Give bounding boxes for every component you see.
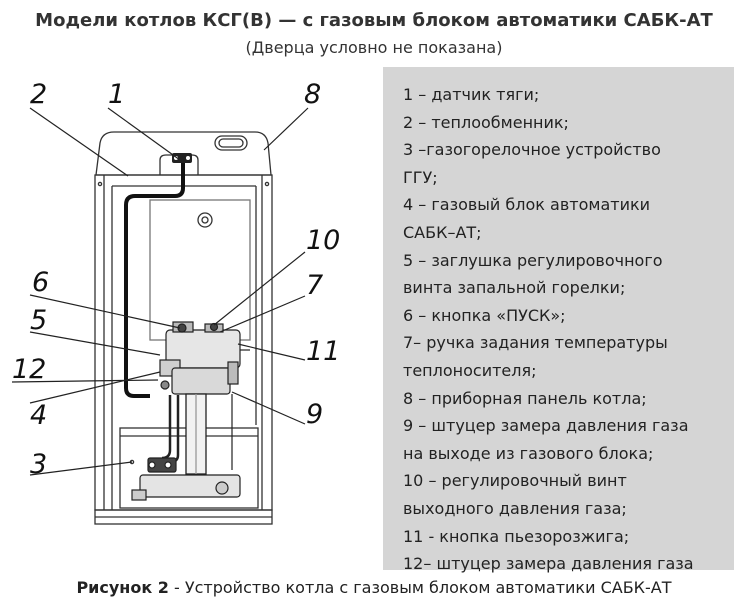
figure-caption: Рисунок 2 - Устройство котла с газовым б… — [0, 578, 748, 597]
legend-item: 3 –газогорелочное устройство — [403, 140, 661, 160]
callout-5: 5 — [30, 305, 47, 336]
callout-1: 1 — [108, 79, 125, 110]
callout-11: 11 — [306, 336, 340, 367]
legend-item: 5 – заглушка регулировочного — [403, 250, 663, 270]
figure-caption-label: Рисунок 2 — [76, 578, 169, 597]
legend-item: ГГУ; — [403, 167, 438, 187]
callout-4: 4 — [30, 400, 47, 431]
diagram-subtitle: (Дверца условно не показана) — [245, 38, 503, 57]
legend-item: 2 – теплообменник; — [403, 112, 569, 132]
legend-item: выходного давления газа; — [403, 498, 627, 518]
legend-item: винта запальной горелки; — [403, 278, 626, 298]
legend-panel: 1 – датчик тяги; 2 – теплообменник; 3 –г… — [383, 67, 734, 573]
callout-6: 6 — [32, 267, 49, 298]
legend-item: 12– штуцер замера давления газа — [403, 554, 694, 574]
legend-item: 4 – газовый блок автоматики — [403, 195, 651, 215]
legend-item: 10 – регулировочный винт — [403, 471, 627, 491]
legend-item: на выходе из газового блока; — [403, 443, 654, 463]
diagram-title: Модели котлов КСГ(В) — с газовым блоком … — [35, 10, 713, 31]
legend-item: 7– ручка задания температуры — [403, 333, 668, 353]
burner — [131, 457, 241, 501]
legend-item: 11 - кнопка пьезорозжига; — [403, 526, 630, 546]
figure-caption-text: - Устройство котла с газовым блоком авто… — [168, 578, 672, 597]
leader-lines — [11, 107, 309, 476]
callout-8: 8 — [304, 79, 321, 110]
legend-item: 8 – приборная панель котла; — [403, 388, 647, 408]
callout-10: 10 — [306, 225, 340, 256]
callout-12: 12 — [12, 354, 46, 385]
boiler-body — [94, 131, 273, 525]
callout-7: 7 — [306, 270, 323, 301]
gas-valve-block — [159, 321, 250, 395]
legend-item: теплоносителя; — [403, 360, 537, 380]
legend-item: 1 – датчик тяги; — [403, 85, 540, 104]
callout-9: 9 — [306, 399, 323, 430]
legend-item: САБК–АТ; — [403, 222, 482, 242]
callout-2: 2 — [30, 79, 47, 110]
legend-item: 9 – штуцер замера давления газа — [403, 416, 689, 436]
draft-sensor — [172, 153, 192, 163]
sensor-tube — [124, 160, 185, 398]
callout-3: 3 — [30, 449, 47, 480]
legend-item: 6 – кнопка «ПУСК»; — [403, 305, 566, 325]
